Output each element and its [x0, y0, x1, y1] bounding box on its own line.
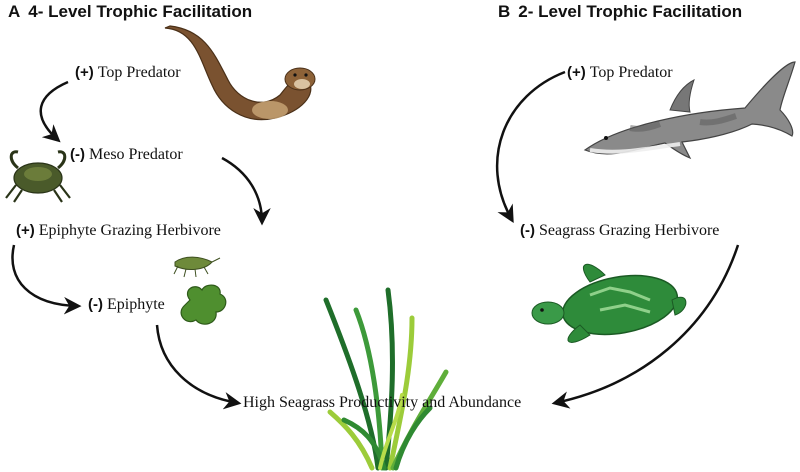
arrow-grazer-to-epiphyte	[11, 244, 82, 315]
node-label: Seagrass Grazing Herbivore	[539, 222, 720, 239]
node-a-top-predator: (+)Top Predator	[75, 64, 181, 82]
arrow-b-top-to-grazer	[496, 70, 566, 224]
sea-otter-icon	[164, 25, 316, 121]
arrow-meso-to-grazer	[221, 156, 271, 226]
panel-b-title: B 2- Level Trophic Facilitation	[498, 2, 742, 22]
node-a-epiphyte-grazer: (+)Epiphyte Grazing Herbivore	[16, 222, 221, 240]
seagrass-icon	[323, 287, 449, 471]
node-sign: (-)	[520, 222, 535, 239]
node-sign: (-)	[88, 296, 103, 313]
node-b-seagrass-grazer: (-) Seagrass Grazing Herbivore	[520, 222, 719, 240]
sea-turtle-icon	[531, 263, 687, 343]
node-sign: (+)	[16, 222, 35, 239]
epiphyte-alga-icon	[180, 284, 227, 325]
arrow-b-grazer-to-seagrass	[551, 244, 740, 409]
panel-a-title-text: 4- Level Trophic Facilitation	[28, 2, 253, 21]
panel-b-title-text: 2- Level Trophic Facilitation	[518, 2, 743, 21]
node-label: Meso Predator	[89, 146, 183, 163]
node-b-top-predator: (+)Top Predator	[567, 64, 673, 82]
node-label: Epiphyte Grazing Herbivore	[38, 222, 221, 239]
node-sign: (-)	[70, 146, 85, 163]
arrow-epiphyte-to-seagrass	[155, 324, 242, 410]
outcome-label: High Seagrass Productivity and Abundance	[243, 394, 522, 411]
crab-icon	[5, 150, 71, 203]
node-sign: (+)	[567, 64, 586, 81]
node-a-epiphyte: (-) Epiphyte	[88, 296, 165, 314]
node-sign: (+)	[75, 64, 94, 81]
node-a-meso-predator: (-) Meso Predator	[70, 146, 183, 164]
node-label: Top Predator	[589, 64, 673, 81]
amphipod-icon	[173, 256, 221, 278]
node-label: Top Predator	[97, 64, 181, 81]
panel-a-letter: A	[8, 2, 21, 21]
shark-icon	[583, 61, 796, 160]
node-label: Epiphyte	[107, 296, 165, 313]
panel-b-letter: B	[498, 2, 511, 21]
arrow-top-to-meso	[39, 80, 69, 143]
panel-a-title: A 4- Level Trophic Facilitation	[8, 2, 252, 22]
